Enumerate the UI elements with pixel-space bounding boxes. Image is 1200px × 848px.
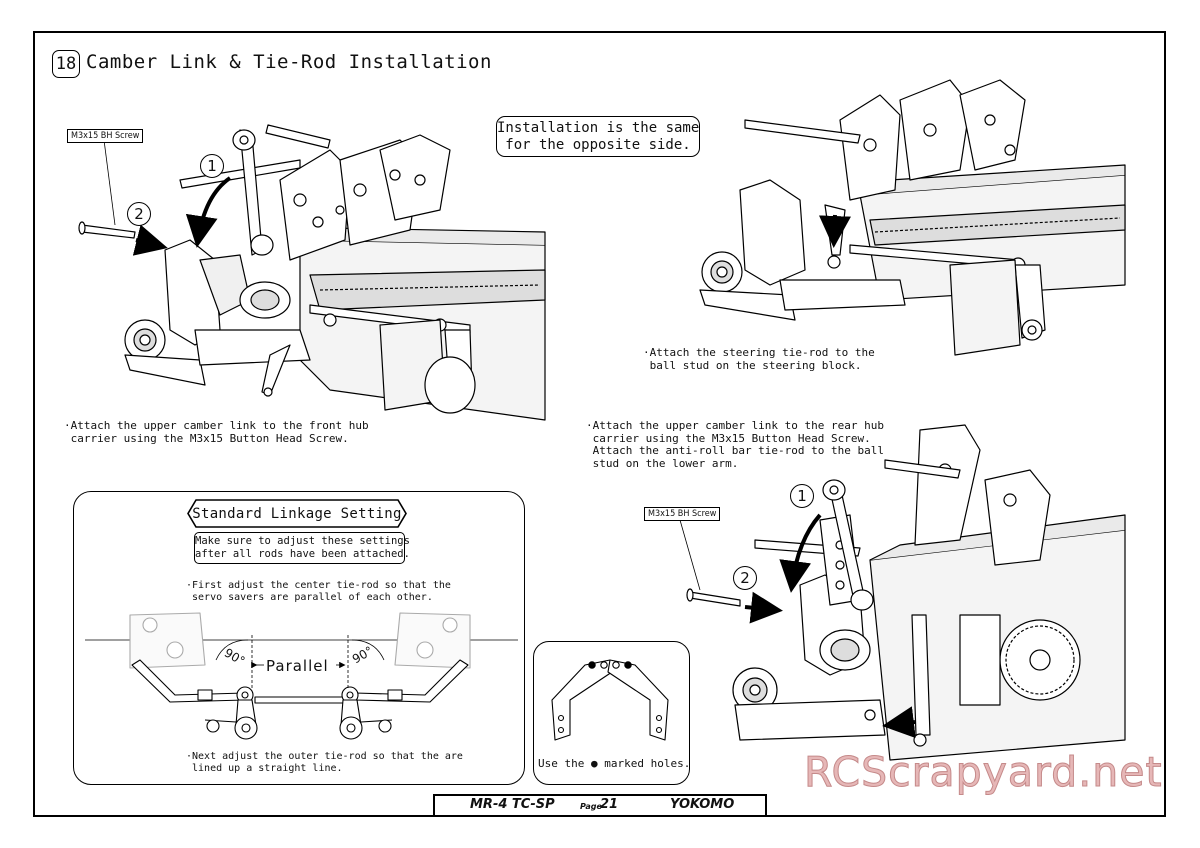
standard-linkage-panel — [73, 491, 525, 785]
front-instruction: ·Attach the upper camber link to the fro… — [64, 419, 369, 445]
footer-model: MR-4 TC-SP — [470, 797, 555, 812]
opposite-side-note: Installation is the same for the opposit… — [496, 116, 700, 157]
watermark: RCScrapyard.net — [804, 748, 1163, 797]
linkage-diagram — [85, 612, 518, 740]
rear-callout-1: 1 — [790, 484, 814, 508]
step-number: 18 — [52, 50, 80, 78]
rear-assembly-drawing — [679, 424, 1126, 761]
linkage-title: Standard Linkage Setting — [188, 500, 406, 527]
front-screw-label: M3x15 BH Screw — [67, 129, 144, 143]
steering-assembly-drawing — [699, 79, 1126, 356]
next-adjust-note: ·Next adjust the outer tie-rod so that t… — [186, 751, 463, 774]
front-assembly-drawing — [78, 124, 546, 421]
marked-holes-diagram — [551, 659, 669, 741]
steering-instruction: ·Attach the steering tie-rod to the ball… — [643, 346, 875, 372]
rear-instruction: ·Attach the upper camber link to the rea… — [586, 419, 885, 470]
parallel-label: Parallel — [266, 657, 329, 675]
rear-screw-label: M3x15 BH Screw — [644, 507, 721, 521]
rear-callout-2: 2 — [733, 566, 757, 590]
footer-page-label: Page — [580, 802, 602, 811]
step-title: Camber Link & Tie-Rod Installation — [86, 51, 492, 73]
page-footer — [433, 794, 767, 817]
marked-holes-panel — [533, 641, 690, 785]
linkage-title-text: Standard Linkage Setting — [192, 505, 402, 522]
adjust-note: Make sure to adjust these settings after… — [194, 532, 410, 564]
footer-page-number: 21 — [600, 797, 619, 812]
linkage-title-banner — [187, 499, 407, 528]
front-callout-1: 1 — [200, 154, 224, 178]
first-adjust-note: ·First adjust the center tie-rod so that… — [186, 580, 451, 603]
footer-brand: YOKOMO — [670, 797, 735, 812]
front-callout-2: 2 — [127, 202, 151, 226]
marked-holes-note: Use the ● marked holes. — [538, 757, 691, 770]
